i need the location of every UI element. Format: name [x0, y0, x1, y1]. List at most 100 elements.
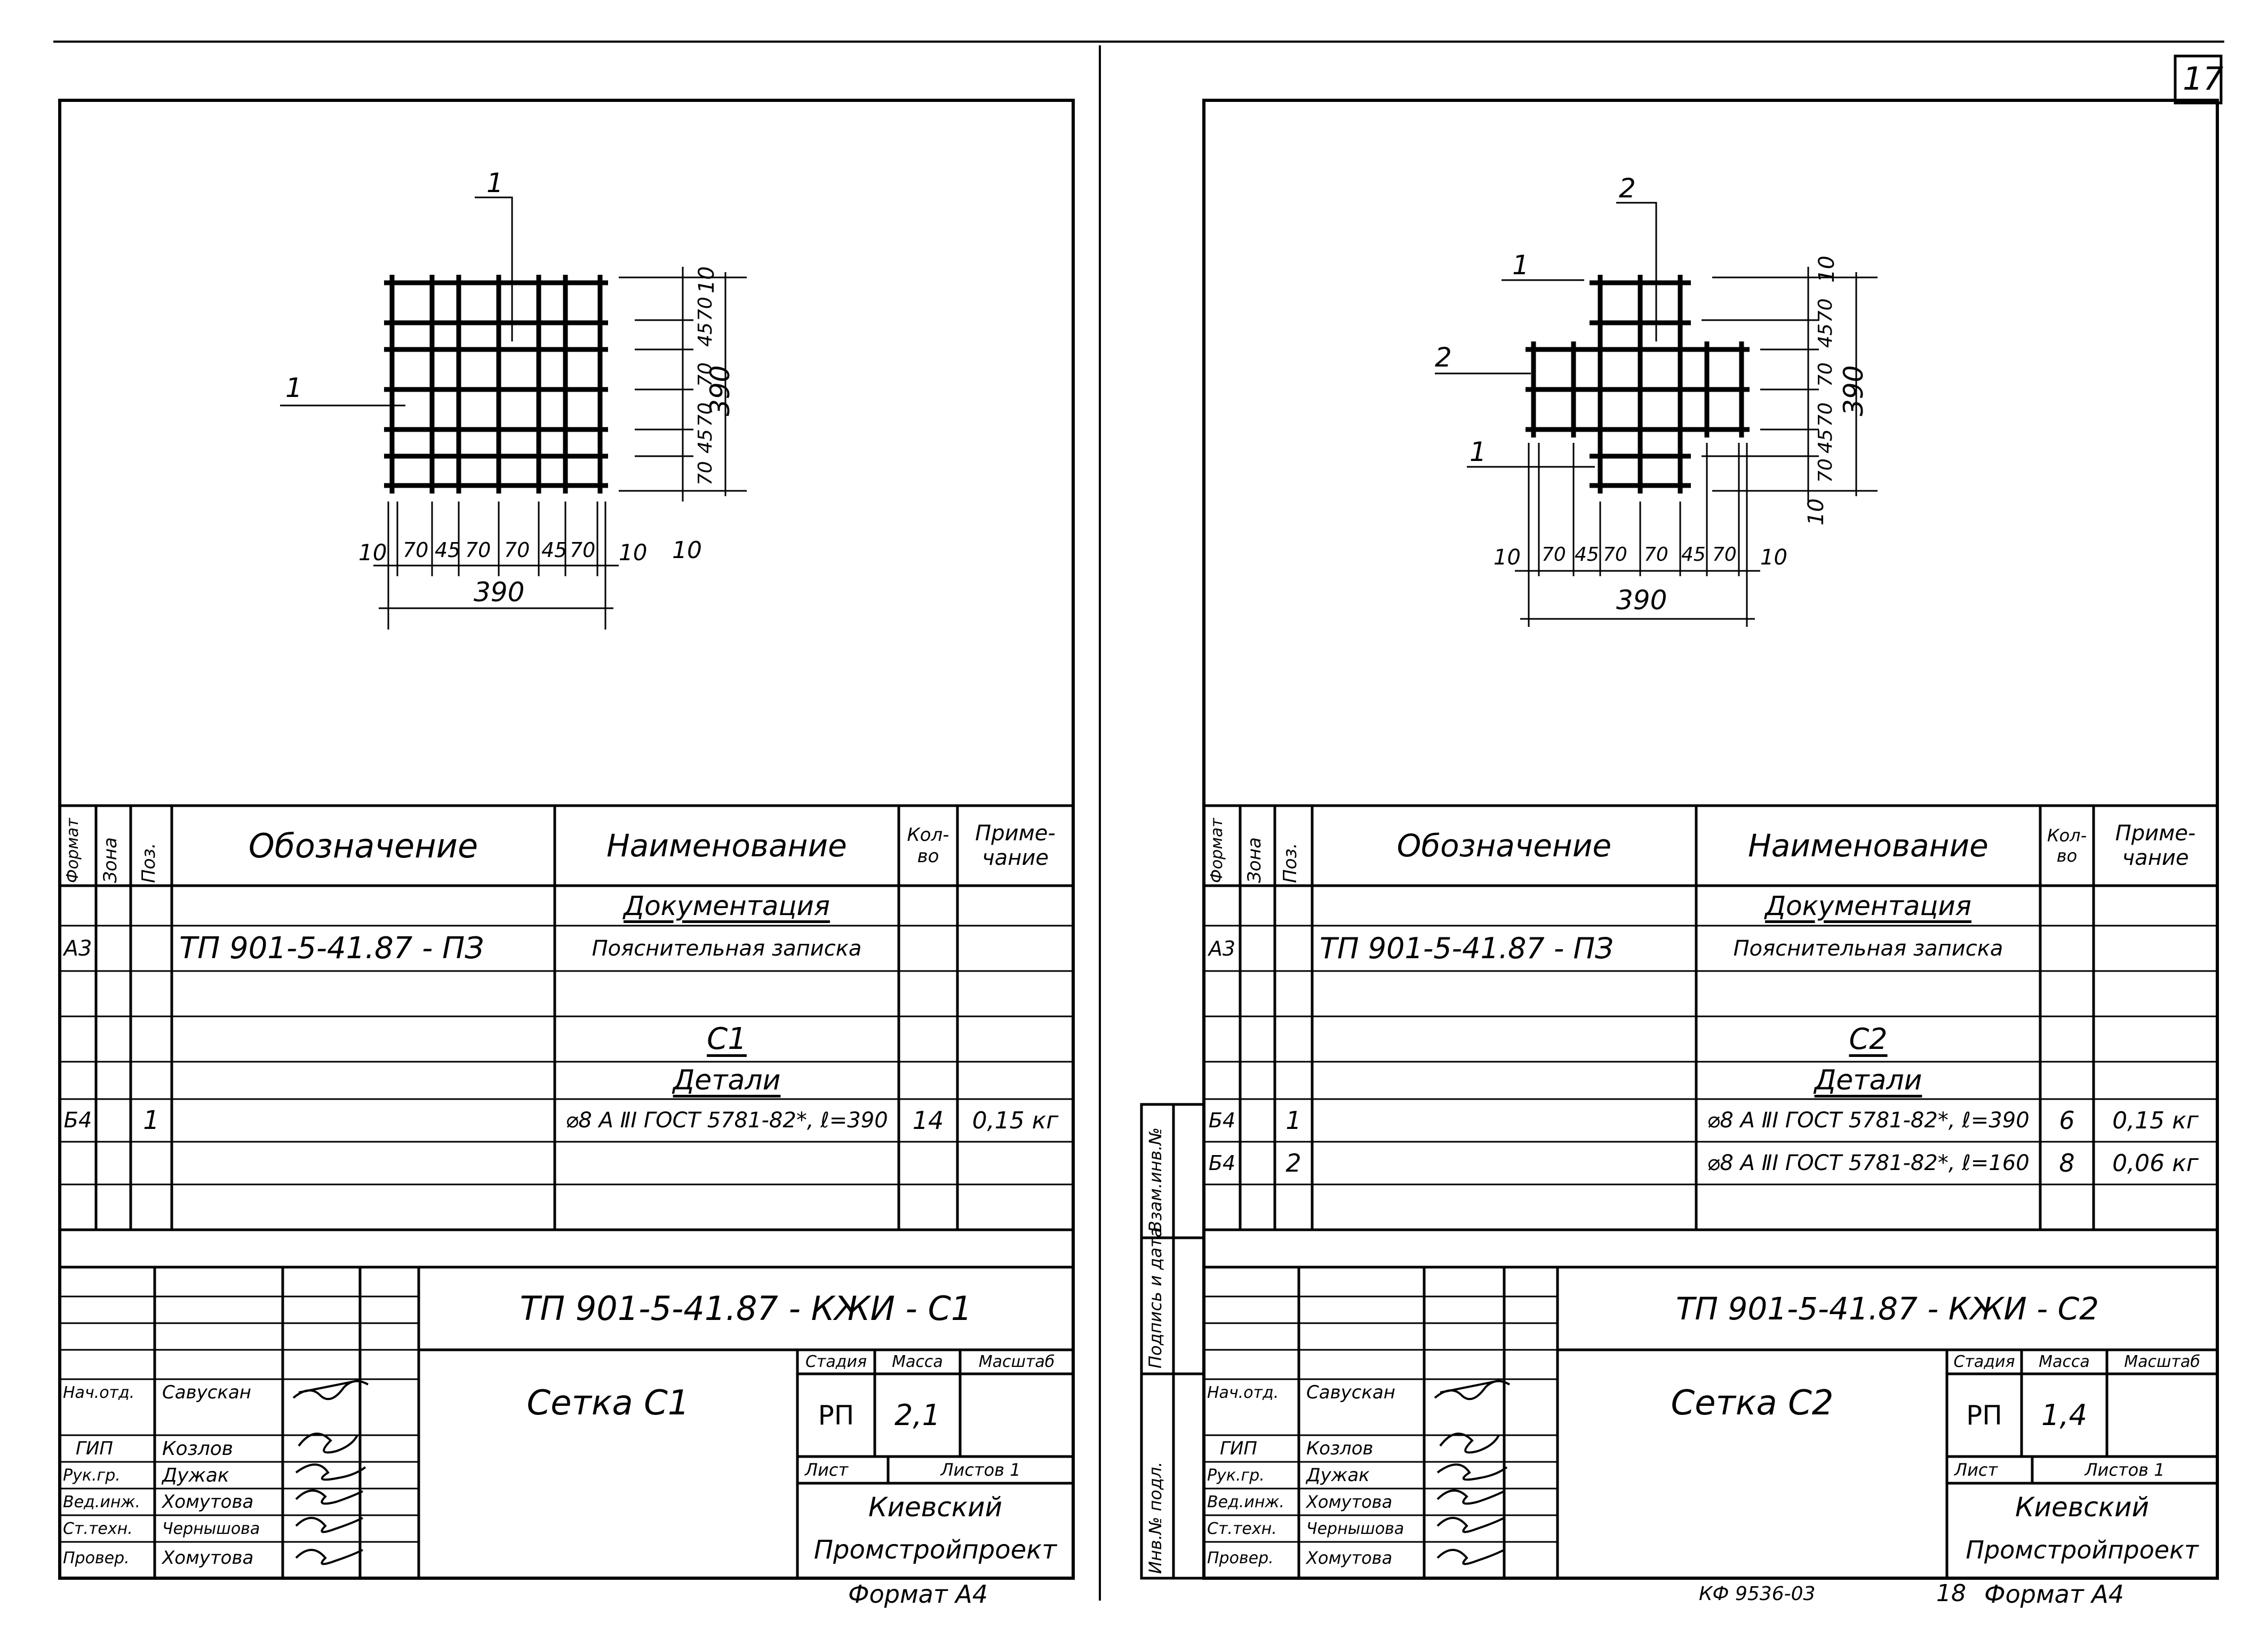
header-zone: Зона — [100, 837, 121, 883]
dimension-label: 70 — [403, 538, 429, 562]
header-note: Приме-чание — [975, 821, 1056, 870]
person-name: Козлов — [162, 1437, 233, 1460]
cell-format: Б4 — [63, 1108, 92, 1133]
cell-name: ⌀8 А ⅡⅠ ГОСТ 5781-82*, ℓ=160 — [1707, 1151, 2030, 1175]
dimension-label: 10 — [1760, 545, 1787, 570]
cell-name: ⌀8 А ⅡⅠ ГОСТ 5781-82*, ℓ=390 — [565, 1108, 888, 1133]
person-name: Хомутова — [1306, 1492, 1393, 1512]
header-zone: Зона — [1244, 837, 1265, 883]
drawing-code: ТП 901-5-41.87 - КЖИ - С1 — [520, 1289, 972, 1328]
dimension-label: 10 — [1804, 498, 1828, 526]
value-mass: 1,4 — [2041, 1398, 2087, 1432]
header-name: Наименование — [1748, 828, 1989, 864]
role-head: Нач.отд. — [1207, 1383, 1279, 1402]
position-mark: 2 — [1619, 173, 1636, 204]
org-name-line1: Киевский — [2015, 1492, 2149, 1523]
header-designation: Обозначение — [248, 826, 478, 865]
signature-marks — [292, 1380, 369, 1565]
dimension-label: 10 — [694, 266, 719, 293]
role-chief: ГИП — [76, 1438, 113, 1459]
label-stage: Стадия — [1953, 1352, 2015, 1371]
org-name-line2: Промстройпроект — [1966, 1535, 2199, 1564]
header-note: Приме-чание — [2115, 821, 2196, 870]
dimension-label: 70 — [694, 297, 716, 321]
label-scale: Масштаб — [978, 1352, 1055, 1371]
person-name: Дужак — [162, 1464, 229, 1486]
label-scale: Масштаб — [2124, 1352, 2200, 1371]
cell-format: Б4 — [1208, 1109, 1236, 1132]
dimension-label: 45 — [694, 322, 716, 347]
role-head: Нач.отд. — [63, 1383, 135, 1402]
cell-name: ⌀8 А ⅡⅠ ГОСТ 5781-82*, ℓ=390 — [1707, 1108, 2030, 1133]
position-mark: 1 — [1470, 436, 1487, 467]
label-sheets: Листов 1 — [940, 1460, 1021, 1480]
cell-format: А3 — [63, 936, 92, 961]
dimension-label: 45 — [694, 429, 716, 453]
footer-number: 18 — [1936, 1580, 1966, 1607]
title-block-c2-grid — [1140, 1103, 2217, 1580]
header-designation: Обозначение — [1396, 828, 1612, 864]
format-label: Формат А4 — [848, 1580, 988, 1609]
dimension-label: 70 — [465, 538, 491, 562]
value-mass: 2,1 — [895, 1398, 940, 1432]
page-number: 17 — [2183, 60, 2224, 98]
cell-note: 0,06 кг — [2112, 1149, 2199, 1177]
header-qty: Кол-во — [2047, 825, 2087, 866]
assembly-title: С1 — [707, 1022, 747, 1056]
dimension-label: 10 — [358, 539, 387, 566]
section-details: Детали — [1814, 1064, 1922, 1096]
dimension-label: 70 — [1644, 544, 1668, 566]
cell-designation: ТП 901-5-41.87 - ПЗ — [1320, 932, 1614, 965]
label-sheet: Лист — [805, 1460, 849, 1480]
dimension-label: 45 — [1815, 429, 1836, 453]
dimension-label: 70 — [694, 461, 716, 486]
org-name-line1: Киевский — [868, 1492, 1002, 1523]
dimension-label: 70 — [1542, 544, 1566, 566]
dimension-label: 10 — [672, 537, 702, 564]
drawing-title: Сетка С1 — [526, 1383, 690, 1423]
cell-designation: ТП 901-5-41.87 - ПЗ — [179, 931, 484, 966]
header-name: Наименование — [606, 828, 847, 864]
header-pos: Поз. — [138, 842, 159, 883]
label-sheets: Листов 1 — [2085, 1460, 2165, 1480]
header-format: Формат — [63, 818, 82, 883]
label-mass: Масса — [2039, 1352, 2090, 1371]
role-group-lead: Рук.гр. — [63, 1466, 121, 1485]
header-pos: Поз. — [1280, 842, 1301, 883]
role-chief: ГИП — [1220, 1438, 1257, 1459]
side-label-replace-inv: Взам.инв.№ — [1145, 1127, 1165, 1232]
dimension-label: 70 — [1603, 544, 1627, 566]
dimension-label: 45 — [435, 538, 461, 562]
dimension-label: 70 — [1815, 402, 1836, 427]
dimension-label: 70 — [504, 538, 530, 562]
position-mark: 2 — [1435, 342, 1452, 373]
cell-qty: 6 — [2059, 1106, 2075, 1135]
dimension-label: 10 — [1815, 256, 1839, 283]
drawing-title: Сетка С2 — [1671, 1383, 1834, 1423]
total-dimension-v: 390 — [705, 365, 736, 416]
footer-code: КФ 9536-03 — [1699, 1583, 1816, 1605]
person-name: Чернышова — [1306, 1519, 1404, 1538]
dimension-label: 45 — [1815, 323, 1836, 348]
section-details: Детали — [673, 1064, 781, 1096]
cell-pos: 1 — [1285, 1106, 1301, 1135]
role-group-lead: Рук.гр. — [1207, 1466, 1265, 1485]
role-checked: Провер. — [63, 1548, 130, 1568]
title-block-c1-grid — [60, 1266, 1073, 1578]
value-stage: РП — [1966, 1399, 2002, 1431]
role-checked: Провер. — [1207, 1548, 1274, 1568]
role-lead-engineer: Вед.инж. — [63, 1492, 140, 1511]
total-dimension-h: 390 — [474, 577, 525, 608]
header-qty: Кол-во — [907, 824, 949, 867]
cell-format: А3 — [1208, 936, 1236, 960]
side-label-inv-number: Инв.№ подл. — [1145, 1461, 1165, 1574]
person-name: Дужак — [1306, 1465, 1370, 1486]
dimension-label: 70 — [1815, 458, 1836, 483]
side-label-signature-date: Подпись и дата — [1145, 1227, 1165, 1369]
dimension-label: 70 — [1815, 362, 1836, 387]
section-documentation: Документация — [624, 890, 830, 921]
dimension-label: 70 — [1712, 544, 1737, 566]
cell-qty: 8 — [2059, 1149, 2075, 1177]
dimension-label: 45 — [1681, 544, 1706, 566]
